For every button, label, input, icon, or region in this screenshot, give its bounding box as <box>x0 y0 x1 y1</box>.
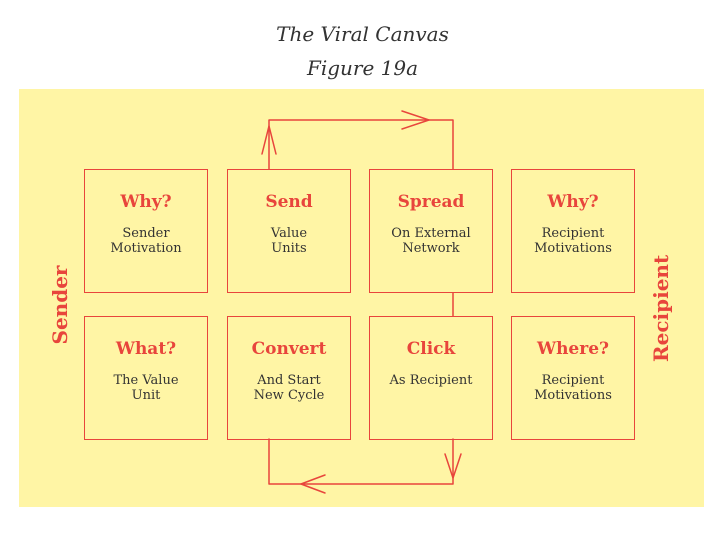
box-description: Recipient Motivations <box>518 226 628 256</box>
canvas-panel <box>19 89 704 507</box>
box-spread: Spread On External Network <box>369 169 493 293</box>
box-convert: Convert And Start New Cycle <box>227 316 351 440</box>
figure-caption: Figure 19a <box>306 56 419 80</box>
box-line: And Start <box>257 373 321 388</box>
box-line: Recipient <box>541 373 605 388</box>
box-line: Value <box>270 226 308 241</box>
box-line: Unit <box>131 388 161 403</box>
diagram-title: The Viral Canvas <box>276 22 449 46</box>
box-line: Network <box>402 241 460 256</box>
box-heading: Convert <box>251 339 327 359</box>
box-heading: Why? <box>120 192 172 212</box>
box-description: Value Units <box>234 226 344 256</box>
box-description: The Value Unit <box>91 373 201 403</box>
box-line: Recipient <box>541 226 605 241</box>
box-description: Recipient Motivations <box>518 373 628 403</box>
box-line: Motivations <box>534 388 612 403</box>
box-description: And Start New Cycle <box>234 373 344 403</box>
recipient-label: Recipient <box>649 254 673 362</box>
box-description: Sender Motivation <box>91 226 201 256</box>
box-why-sender: Why? Sender Motivation <box>84 169 208 293</box>
box-line: New Cycle <box>253 388 325 403</box>
box-what: What? The Value Unit <box>84 316 208 440</box>
box-send: Send Value Units <box>227 169 351 293</box>
box-heading: Send <box>265 192 313 212</box>
box-click: Click As Recipient <box>369 316 493 440</box>
box-heading: Spread <box>397 192 465 212</box>
sender-label: Sender <box>48 265 72 345</box>
box-description: On External Network <box>376 226 486 256</box>
box-line: Motivation <box>110 241 182 256</box>
box-where: Where? Recipient Motivations <box>511 316 635 440</box>
box-line: Units <box>271 241 307 256</box>
box-line: Sender <box>122 226 170 241</box>
box-why-recipient: Why? Recipient Motivations <box>511 169 635 293</box>
box-heading: What? <box>115 339 177 359</box>
box-heading: Click <box>406 339 456 359</box>
box-line: The Value <box>113 373 179 388</box>
box-line: On External <box>391 226 471 241</box>
box-line: As Recipient <box>389 373 473 388</box>
box-line: Motivations <box>534 241 612 256</box>
box-heading: Where? <box>536 339 609 359</box>
box-heading: Why? <box>547 192 599 212</box>
box-description: As Recipient <box>376 373 486 388</box>
